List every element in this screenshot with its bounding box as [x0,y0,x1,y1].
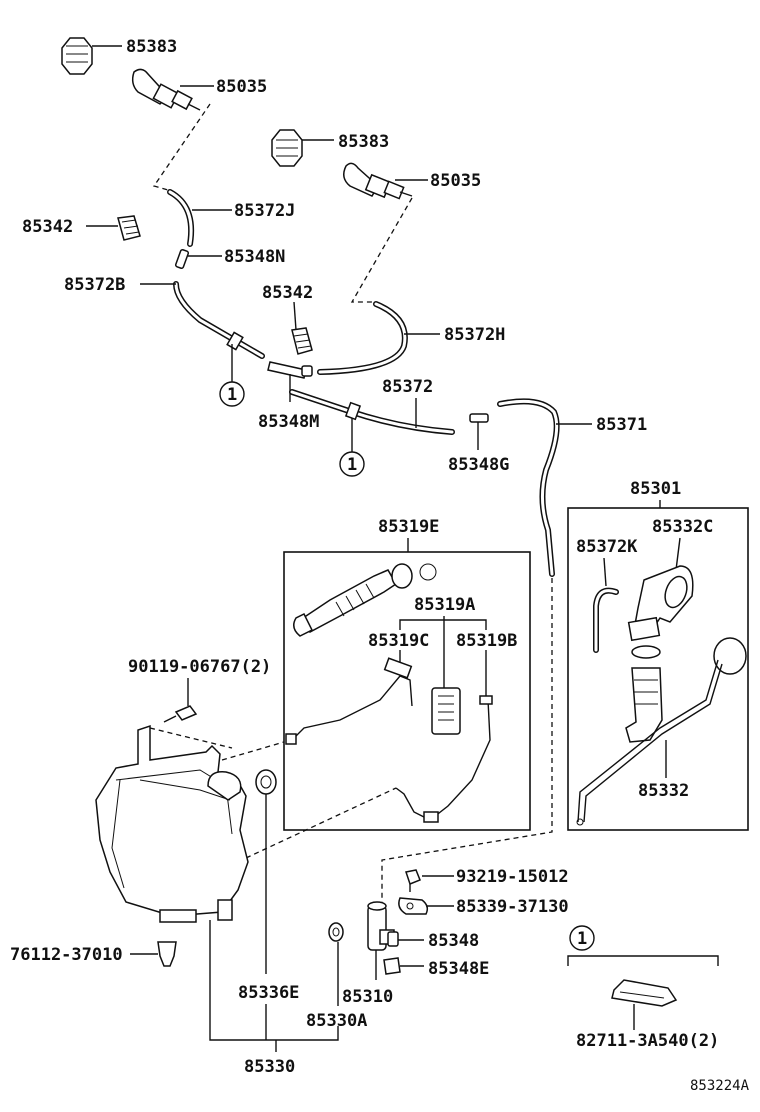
ref-1-b: 1 [347,455,357,475]
hose-85372K [593,587,619,653]
label-85035-b: 85035 [430,171,481,191]
hose-85372B [173,281,265,359]
label-85330A: 85330A [306,1011,367,1031]
hose-85348E [383,957,401,975]
clamp-85339 [398,897,429,915]
label-85383-a: 85383 [126,37,177,57]
harness-85319C [285,657,413,745]
ref-1-c: 1 [577,929,587,949]
label-93219: 93219-15012 [456,867,569,887]
clip-82711 [611,979,678,1007]
joint-85348 [387,931,399,947]
box-85301 [567,507,749,831]
label-85301: 85301 [630,479,681,499]
label-76112: 76112-37010 [10,945,123,965]
label-85342-b: 85342 [262,283,313,303]
label-82711: 82711-3A540(2) [576,1031,719,1051]
inlet-85332 [576,637,747,826]
washer-tank [95,724,249,923]
label-85319B: 85319B [456,631,517,651]
nozzle-85035-b [343,162,413,200]
joint-85348N [174,248,190,270]
bolt-90119 [163,705,198,723]
harness-85319B [395,695,493,823]
label-85035-a: 85035 [216,77,267,97]
label-85342-a: 85342 [22,217,73,237]
label-85348M: 85348M [258,412,319,432]
label-85383-b: 85383 [338,132,389,152]
label-85372K: 85372K [576,537,638,557]
joint-85348G [469,413,489,423]
label-85371: 85371 [596,415,647,435]
label-85319E: 85319E [378,517,439,537]
label-85372: 85372 [382,377,433,397]
nozzle-85035-a [131,68,201,111]
box-85319E [283,551,531,831]
seal-ring [631,645,661,659]
clip-85342-b [291,327,313,355]
joint-85348M [267,361,313,379]
label-85319C: 85319C [368,631,429,651]
clip-85342-a [117,215,141,241]
pump-85310 [367,901,395,951]
label-85330: 85330 [244,1057,295,1077]
grommet-85336E [255,769,277,795]
diagram-code: 853224A [690,1078,750,1094]
cap-85383-a [61,37,93,75]
grommet-harness [293,563,437,637]
label-85348N: 85348N [224,247,285,267]
connector-85319A [431,687,461,735]
cap-85332C [627,565,694,642]
label-85372J: 85372J [234,201,295,221]
label-90119: 90119-06767(2) [128,657,271,677]
label-85372H: 85372H [444,325,505,345]
label-85372B: 85372B [64,275,125,295]
label-85336E: 85336E [238,983,299,1003]
grommet-85330A [328,922,344,942]
label-85310: 85310 [342,987,393,1007]
label-85332: 85332 [638,781,689,801]
label-85319A: 85319A [414,595,475,615]
label-85348G: 85348G [448,455,509,475]
label-85332C: 85332C [652,517,713,537]
bolt-93219 [405,869,421,892]
label-85348E: 85348E [428,959,489,979]
ref-1-a: 1 [227,385,237,405]
cap-85383-b [271,129,303,167]
label-85348: 85348 [428,931,479,951]
label-85339: 85339-37130 [456,897,569,917]
plug-76112 [157,941,177,967]
